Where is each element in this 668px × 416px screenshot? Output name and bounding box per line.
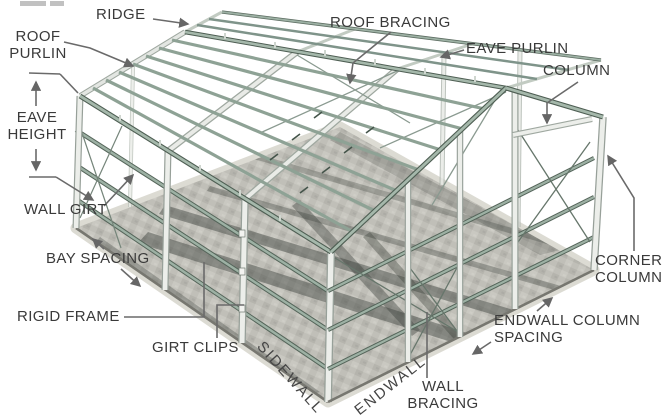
leader-lines [28, 17, 635, 378]
leader-column [541, 81, 579, 125]
label-rigid-frame: RIGID FRAME [17, 308, 120, 325]
sidewall-base [75, 226, 329, 404]
leader-rigid-frame [124, 262, 205, 318]
leader-endwall-spacing-b [536, 296, 554, 312]
leader-corner-column [607, 154, 635, 251]
label-roof-purlin: ROOF PURLIN [9, 28, 67, 62]
label-bay-spacing: BAY SPACING [46, 250, 150, 267]
label-endwall-column-spacing: ENDWALL COLUMN SPACING [494, 312, 641, 346]
label-eave-height: EAVE HEIGHT [7, 109, 67, 143]
roof-purlins [92, 38, 486, 234]
endwall-framing [327, 85, 607, 404]
leader-roof-purlin [63, 41, 135, 68]
eave-height-dimension [28, 72, 95, 201]
eave-stiffeners [119, 115, 281, 221]
label-ridge: RIDGE [96, 6, 146, 23]
girt-clip-marks [238, 229, 246, 313]
label-roof-bracing: ROOF BRACING [330, 14, 451, 31]
sidewall-bracing-cables [79, 125, 123, 249]
leader-ridge [152, 17, 190, 28]
leader-wall-girt [103, 173, 135, 207]
leader-bay-spacing-a [91, 237, 105, 250]
label-wall-girt: WALL GIRT [24, 201, 108, 218]
leader-girt-clips [216, 304, 244, 338]
leader-roof-bracing [346, 31, 392, 85]
sidewall-girts [74, 128, 330, 371]
label-girt-clips: GIRT CLIPS [152, 339, 239, 356]
endwall-columns [404, 91, 607, 362]
leader-bay-spacing-b [120, 268, 142, 288]
leader-endwall-spacing-a [471, 341, 492, 355]
endwall-bracing-cables [334, 129, 591, 356]
edge-artifact [20, 1, 64, 6]
label-column: COLUMN [543, 62, 611, 79]
label-corner-column: CORNER COLUMN [595, 252, 663, 286]
label-eave-purlin: EAVE PURLIN [466, 40, 569, 57]
leader-eave-purlin [439, 49, 465, 60]
ridge-stiffeners [224, 33, 476, 82]
label-wall-bracing: WALL BRACING [407, 378, 479, 412]
